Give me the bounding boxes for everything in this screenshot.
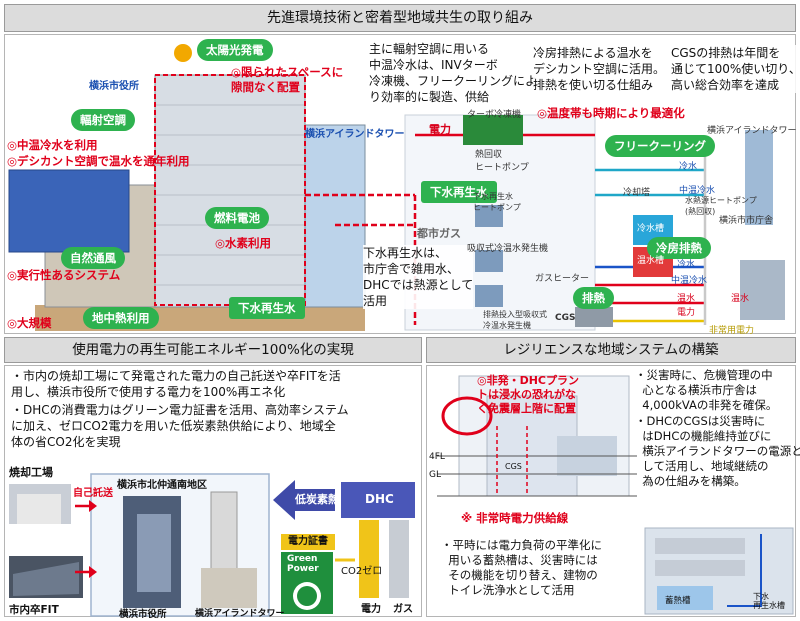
label-sewage-hp: 下水再生水 ヒートポンプ (473, 192, 521, 212)
pill-solar: 太陽光発電 (197, 39, 273, 61)
label-low-carbon-heat: 低炭素熱 (295, 493, 339, 506)
resilience-bullet-3: ・平時には電力負荷の平準化に 用いる蓄熱槽は、災害時には その機能を切り替え、建… (441, 538, 602, 597)
label-4fl: 4FL (429, 452, 445, 462)
label-cgs: CGS (505, 462, 522, 471)
label-incinerator: 焼却工場 (9, 466, 53, 479)
label-gas: ガス (393, 604, 413, 615)
green-power-2: Power (287, 564, 319, 574)
label-warm-2: 温水 (731, 294, 750, 304)
label-turbo: ターボ冷凍機 (467, 110, 522, 120)
label-emergency-power: 非常用電力 (709, 326, 755, 336)
label-sewage-tank: 下水 再生水槽 (753, 592, 785, 610)
resilience-graphic (437, 375, 794, 615)
pill-fuelcell: 燃料電池 (205, 207, 269, 229)
label-mid-cold-2: 中温冷水 (671, 276, 708, 286)
label-city-right: 横浜市市庁舎 (719, 216, 774, 226)
label-absorption: 吸収式冷温水発生機 (467, 244, 549, 254)
note-hydrogen: ◎水素利用 (215, 236, 272, 250)
top-diagram-panel: 太陽光発電 輻射空調 燃料電池 自然通風 地中熱利用 下水再生水 下水再生水 フ… (4, 34, 800, 336)
top-section-title: 先進環境技術と密着型地域共生の取り組み (4, 4, 796, 32)
pill-geo: 地中熱利用 (83, 307, 159, 329)
resilience-section-title: レジリエンスな地域システムの構築 (426, 337, 796, 363)
tagline-sewage: 下水再生水は、 市庁舎で雑用水、 DHCでは熱源として 活用 (363, 245, 474, 309)
renewable-bullet-1: ・市内の焼却工場にて発電された電力の自己託送や卒FITを活 用し、横浜市役所で使… (11, 369, 341, 399)
pill-sewage-left: 下水再生水 (229, 297, 305, 319)
tagline-radiant: 主に輻射空調に用いる 中温冷水は、INVターボ 冷凍機、フリークーリングによ り… (369, 41, 538, 105)
label-mid-cold-1: 中温冷水 (679, 186, 716, 196)
label-cooling-tower: 冷却塔 (623, 188, 651, 198)
label-cold-tank: 冷水槽 (637, 224, 665, 234)
label-self-wheeling: 自己託送 (73, 488, 113, 499)
renewable-bullet-2: ・DHCの消費電力はグリーン電力証書を活用、高効率システム に加え、ゼロCO2電… (11, 403, 349, 449)
green-power-1: Green (287, 554, 318, 564)
tagline-cgs: CGSの排熱は年間を 通じて100%使い切り、 高い総合効率を達成 (671, 45, 800, 93)
label-gl: GL (429, 470, 441, 480)
label-city-hall: 横浜市役所 (89, 81, 139, 92)
label-cold-2: 冷水 (677, 260, 696, 270)
resilience-panel: ◎非発・DHCプラン トは浸水の恐れがな く免震層上階に配置 4FL GL CG… (426, 365, 800, 617)
label-cold-1: 冷水 (679, 162, 698, 172)
note-space: ◎限られたスペースに 隙間なく配置 (231, 65, 344, 94)
pill-exhaust-cool: 冷房排熱 (647, 237, 711, 259)
caption-tower: 横浜アイランドタワー (195, 609, 285, 619)
label-heatpump: 熱回収 ヒートポンプ (475, 150, 529, 173)
pill-radiant: 輻射空調 (71, 109, 135, 131)
note-practical: ◎実行性あるシステム (7, 268, 121, 282)
label-elec: 電力 (677, 308, 696, 318)
resilience-bullet-2: ・DHCのCGSは災害時に はDHCの機能維持並びに 横浜アイランドタワーの電源… (635, 414, 800, 488)
label-gas-heater: ガスヒーター (535, 274, 590, 284)
note-midcold: ◎中温冷水を利用 (7, 138, 98, 152)
label-hp-water: 水熱源ヒートポンプ (熱回収) (685, 196, 757, 216)
label-gas: 都市ガス (417, 227, 461, 240)
label-power: 電力 (429, 123, 451, 136)
label-co2-zero: CO2ゼロ (341, 566, 383, 577)
renewable-panel: ・市内の焼却工場にて発電された電力の自己託送や卒FITを活 用し、横浜市役所で使… (4, 365, 422, 620)
label-elec: 電力 (361, 604, 381, 615)
note-largescale: ◎大規模 (7, 316, 52, 330)
pill-exhaust: 排熱 (573, 287, 614, 309)
note-plant-location: ◎非発・DHCプラン トは浸水の恐れがな く免震層上階に配置 (477, 374, 580, 415)
label-district: 横浜市北仲通南地区 (117, 480, 207, 491)
label-warm-tank: 温水槽 (637, 256, 665, 266)
pill-sewage-mid: 下水再生水 (421, 181, 497, 203)
caption-city-hall: 横浜市役所 (119, 609, 167, 620)
label-dhc: DHC (365, 492, 394, 506)
label-certificate: 電力証書 (281, 534, 335, 550)
tagline-waste: 冷房排熱による温水を デシカント空調に活用。 排熱を使い切る仕組み (533, 45, 666, 93)
renewable-graphic (9, 473, 415, 617)
note-desiccant: ◎デシカント空調で温水を通年利用 (7, 154, 190, 168)
label-tower: 横浜アイランドタワー (305, 129, 405, 140)
pill-wind: 自然通風 (61, 247, 125, 269)
label-fit: 市内卒FIT (9, 604, 59, 616)
resilience-bullet-1: ・災害時に、危機管理の中 心となる横浜市庁舎は 4,000kVAの非発を確保。 (635, 368, 778, 412)
renewable-section-title: 使用電力の再生可能エネルギー100%化の実現 (4, 337, 422, 363)
label-exhaust-absorb: 排熱投入型吸収式 冷温水発生機 (483, 310, 547, 330)
label-tower-right: 横浜アイランドタワー (707, 126, 797, 136)
note-emergency-line: ※ 非常時電力供給線 (461, 511, 569, 525)
label-cgs: CGS (555, 313, 576, 323)
note-temperature: ◎温度帯も時期により最適化 (537, 106, 685, 120)
label-storage-tank: 蓄熱槽 (665, 596, 691, 606)
pill-freecool: フリークーリング (605, 135, 715, 157)
label-warm-1: 温水 (677, 294, 696, 304)
